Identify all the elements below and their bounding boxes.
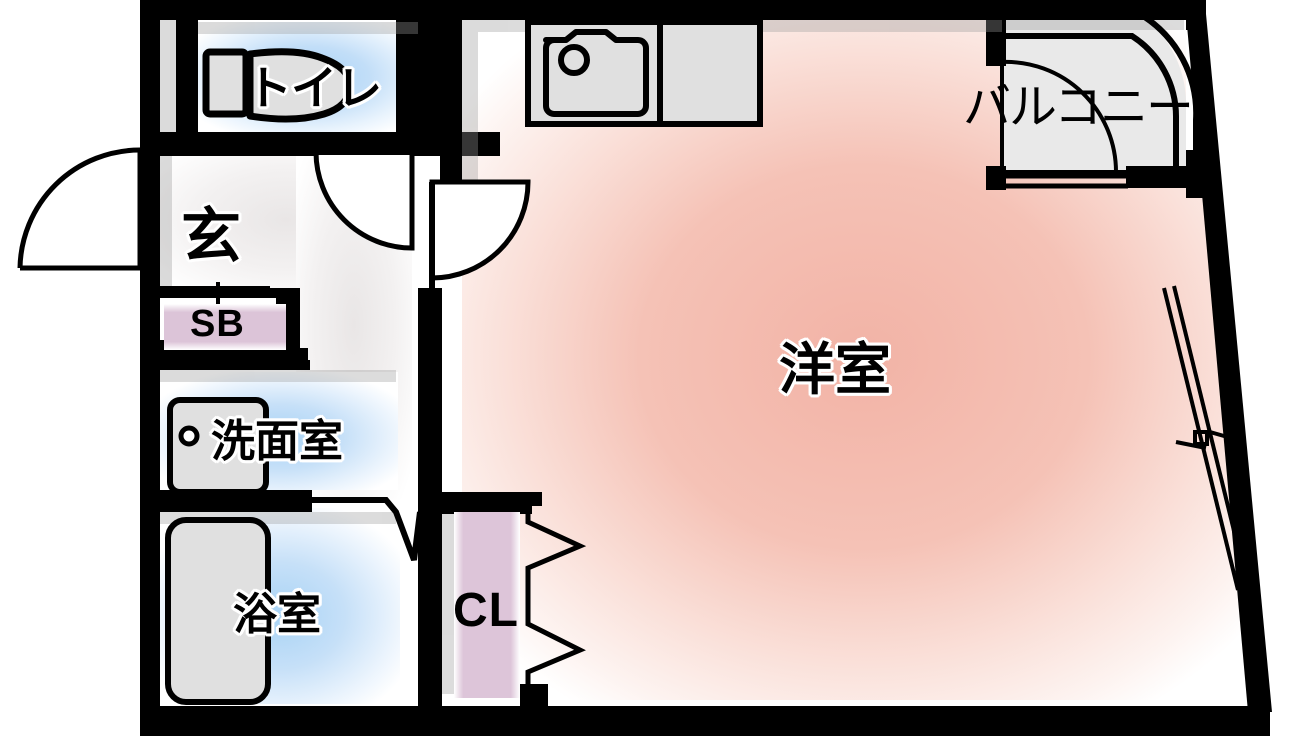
room-balcony bbox=[1000, 14, 1187, 178]
front-entrance-door[interactable] bbox=[17, 147, 145, 271]
sliding-window[interactable] bbox=[1162, 285, 1250, 591]
shoebox-area bbox=[164, 304, 286, 350]
main-room-swing-door[interactable] bbox=[429, 179, 531, 288]
bathroom-folding-door[interactable] bbox=[300, 497, 423, 562]
balcony-outline bbox=[1000, 11, 1200, 178]
balcony-door-swing-arc bbox=[1000, 59, 1118, 174]
closet-area bbox=[454, 512, 520, 698]
vanity-basin bbox=[167, 397, 269, 495]
closet-folding-door[interactable] bbox=[525, 498, 587, 696]
entrance-threshold bbox=[148, 282, 270, 304]
kitchen-sink bbox=[525, 19, 663, 127]
bathtub bbox=[165, 517, 271, 705]
kitchen-counter bbox=[657, 19, 763, 127]
toilet-fixture bbox=[202, 48, 354, 123]
walls bbox=[140, 0, 1272, 736]
toilet-swing-door[interactable] bbox=[313, 149, 415, 251]
